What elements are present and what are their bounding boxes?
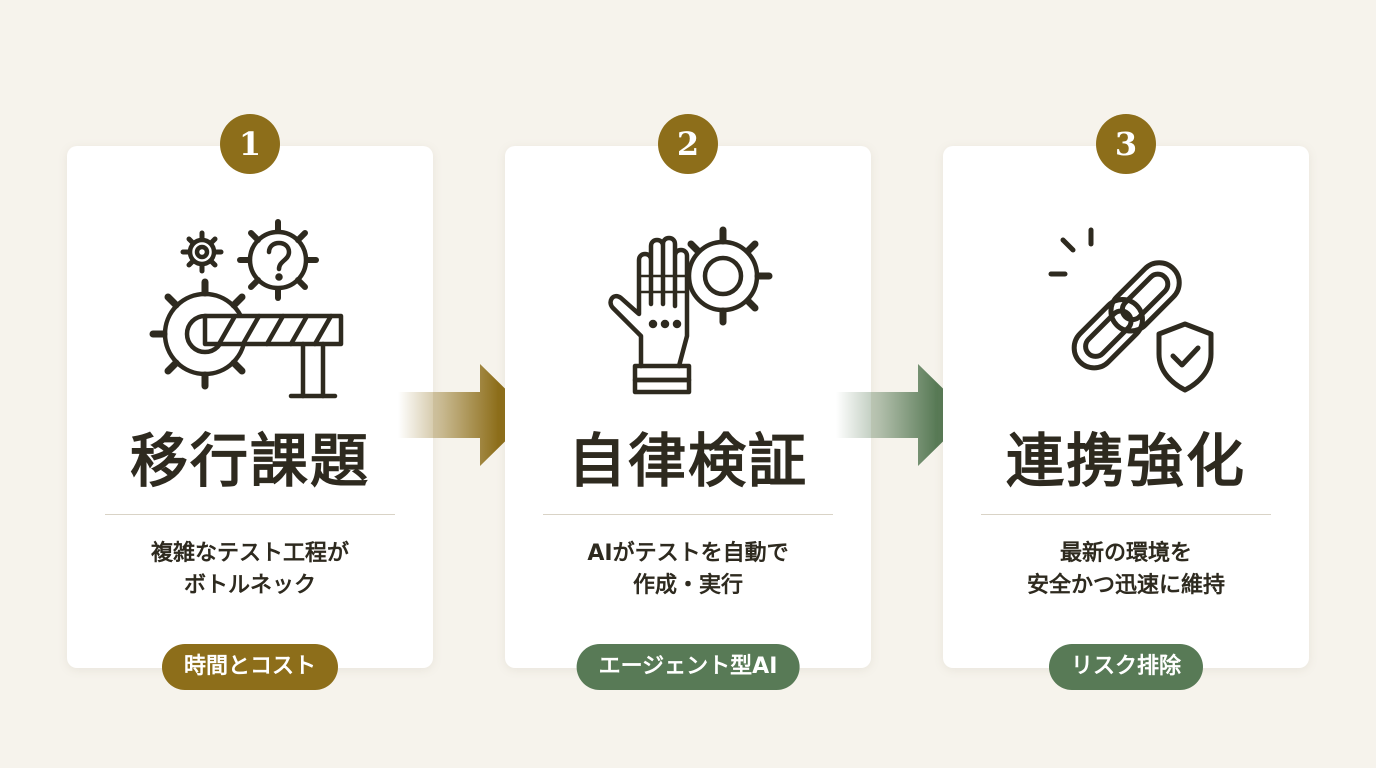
- step-number-badge: 3: [1096, 114, 1156, 174]
- step-tag-badge: エージェント型AI: [576, 644, 800, 690]
- step-number-badge: 1: [220, 114, 280, 174]
- step-description-line-2: ボトルネック: [183, 573, 316, 598]
- step-title: 自律検証: [567, 427, 808, 495]
- step-card-1: 1: [67, 114, 433, 690]
- step-description: 複雑なテスト工程が ボトルネック: [67, 538, 433, 602]
- robotic-hand-with-gear-icon: [583, 216, 793, 406]
- step-description-line-1: 複雑なテスト工程が: [150, 541, 349, 566]
- divider: [105, 514, 395, 515]
- step-description: 最新の環境を 安全かつ迅速に維持: [943, 538, 1309, 602]
- arrow-right-icon: [836, 364, 970, 466]
- step-title: 連携強化: [1005, 427, 1246, 495]
- step-description-line-1: 最新の環境を: [1059, 541, 1192, 566]
- step-number-badge: 2: [658, 114, 718, 174]
- divider: [543, 514, 833, 515]
- chain-link-with-shield-icon: [1021, 216, 1231, 406]
- gears-with-barrier-icon: [145, 216, 355, 406]
- arrow-right-icon: [398, 364, 532, 466]
- step-tag-badge: リスク排除: [1048, 644, 1204, 690]
- step-card-2: 2: [505, 114, 871, 690]
- step-title: 移行課題: [129, 427, 370, 495]
- step-description-line-2: 安全かつ迅速に維持: [1026, 573, 1225, 598]
- divider: [981, 514, 1271, 515]
- step-card-3: 3 連携強化 最新の環境を 安全: [943, 114, 1309, 690]
- step-tag-badge: 時間とコスト: [161, 644, 339, 690]
- step-description: AIがテストを自動で 作成・実行: [505, 538, 871, 602]
- step-description-line-1: AIがテストを自動で: [587, 541, 789, 566]
- step-description-line-2: 作成・実行: [632, 573, 743, 598]
